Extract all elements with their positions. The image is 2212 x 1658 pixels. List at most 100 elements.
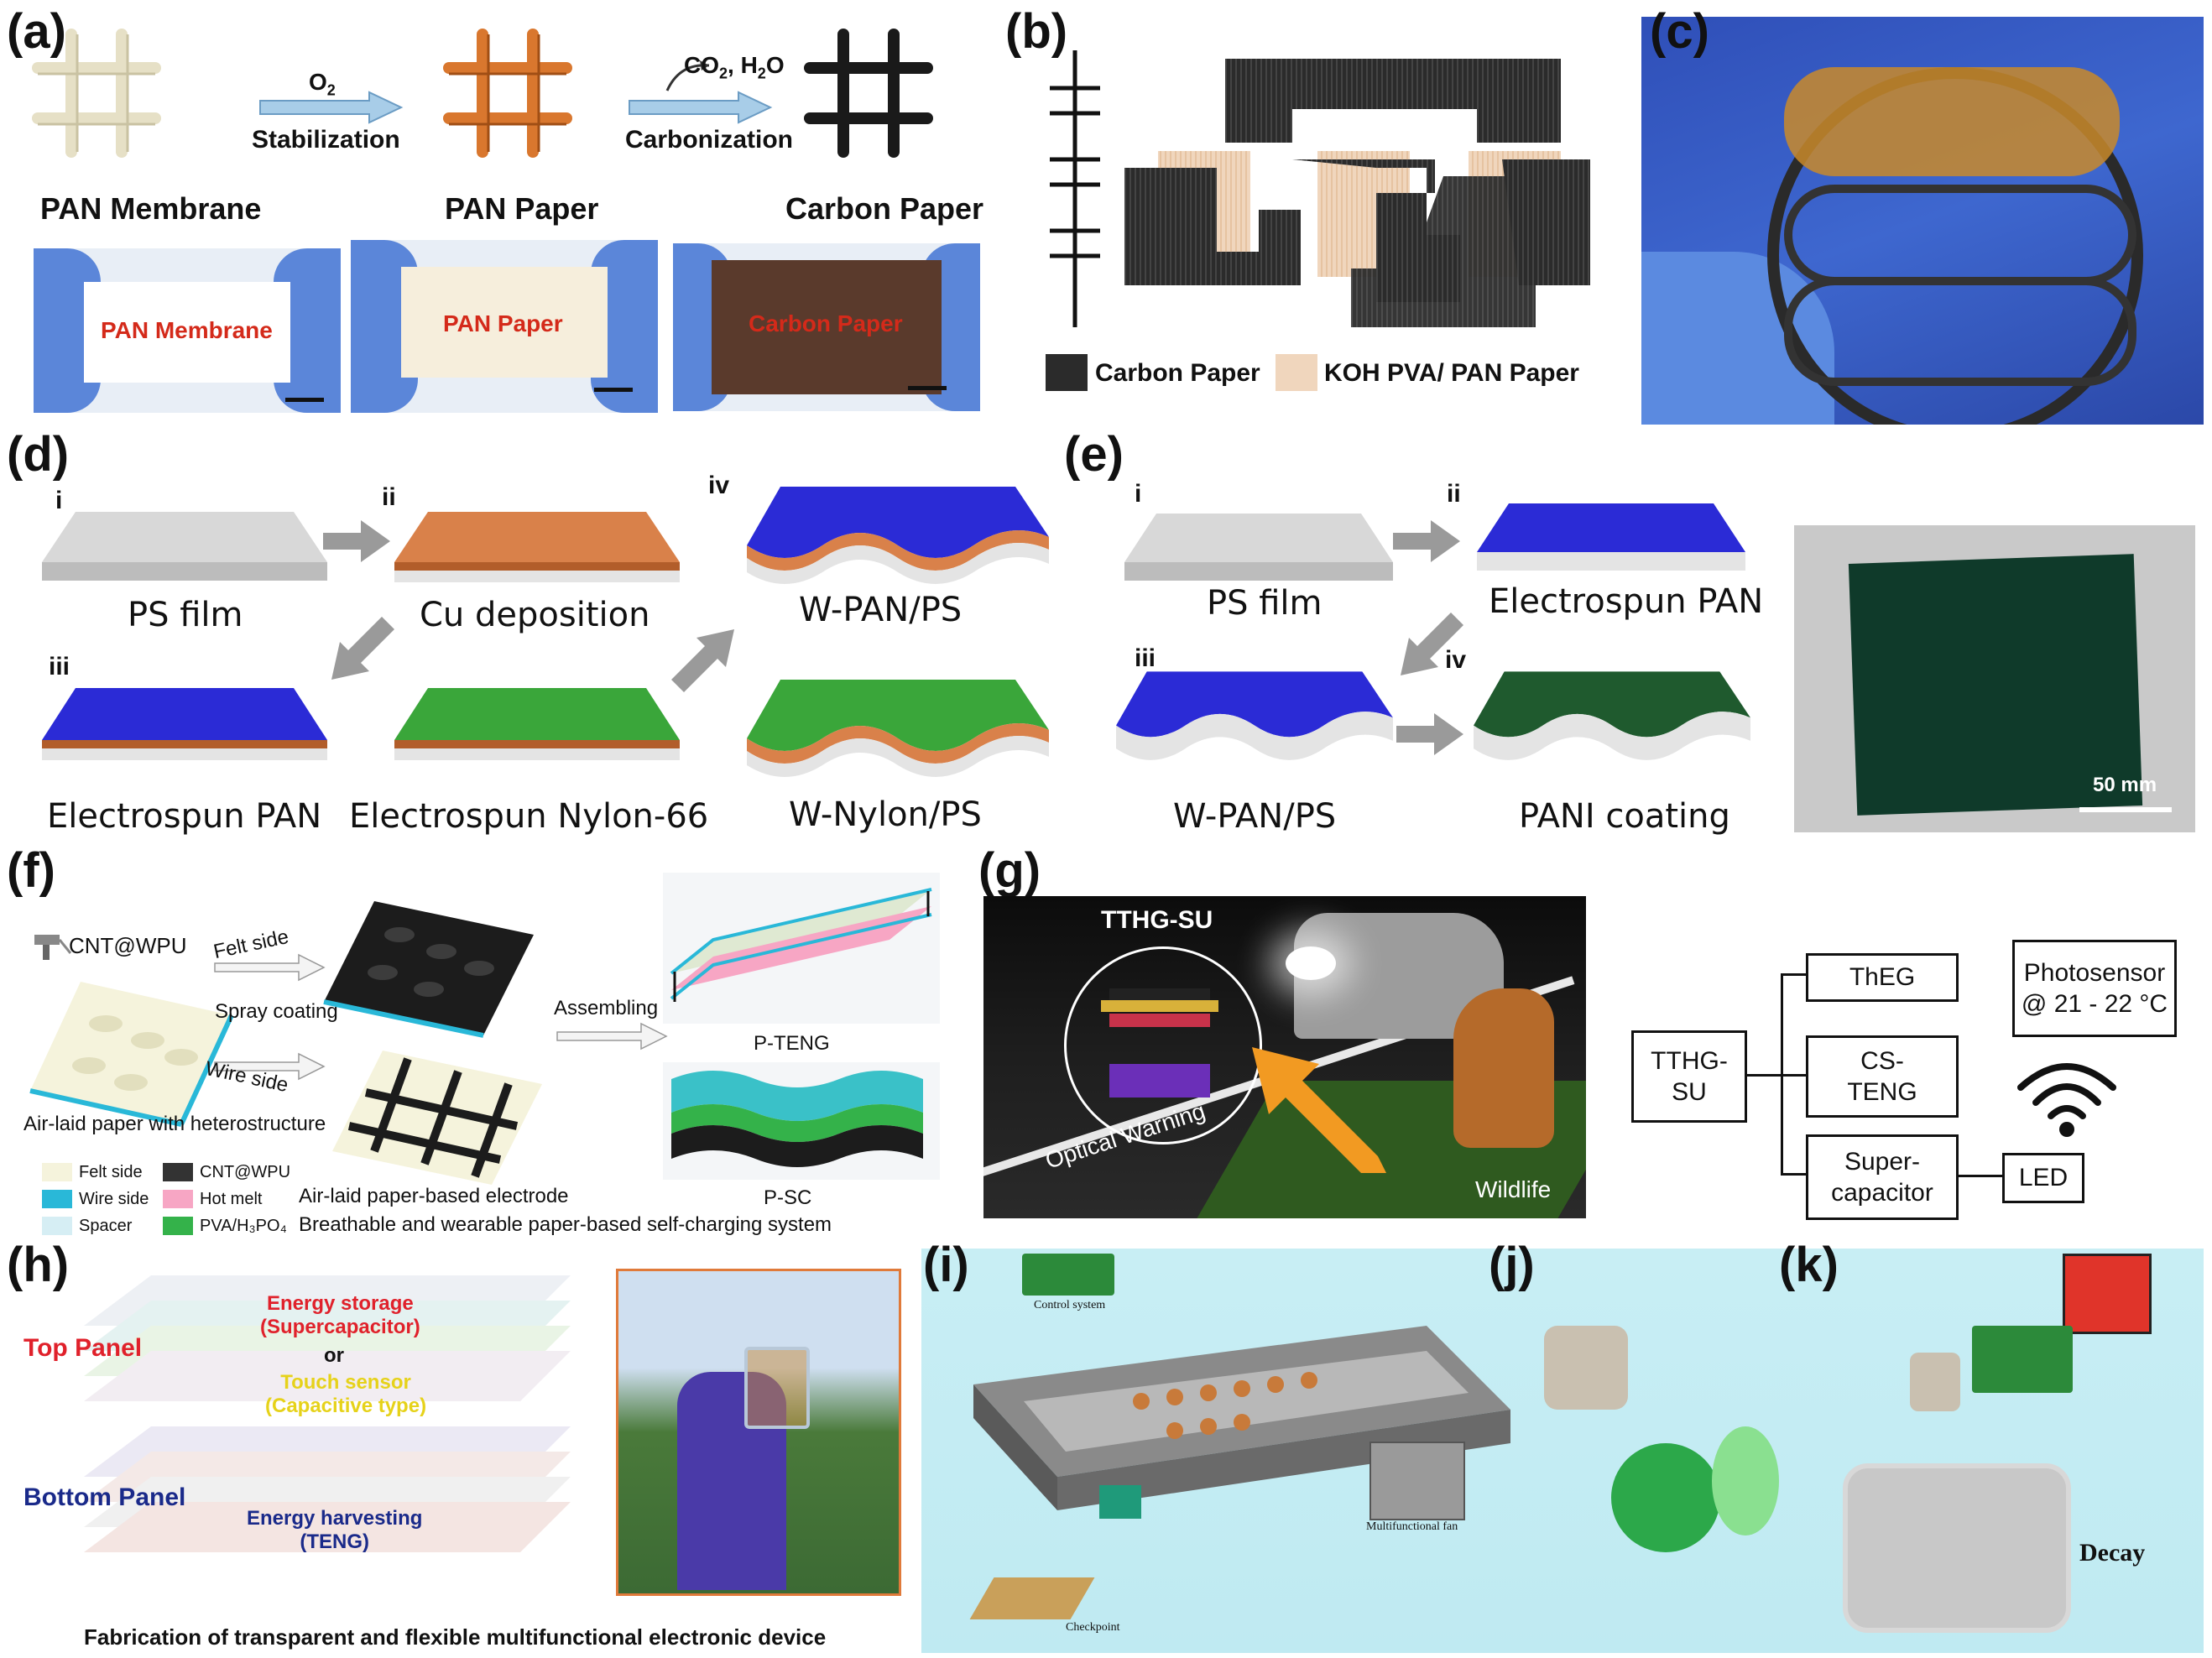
flexible-device-photo: [1641, 17, 2204, 425]
legend-pva-swatch: [163, 1217, 193, 1235]
co2-h2o-label: CO2, H2O: [684, 52, 785, 82]
h-caption: Fabrication of transparent and flexible …: [84, 1624, 827, 1650]
control-board-icon: [1022, 1254, 1114, 1296]
scale-bar: [285, 398, 324, 402]
battery-module-image: [1544, 1326, 1628, 1410]
touch-sensor-label: Touch sensor(Capacitive type): [265, 1371, 427, 1417]
road-warning-scene: TTHG-SU Optical Warning Wildlife: [983, 896, 1586, 1218]
connector-line: [1781, 1074, 1806, 1077]
legend-hot-melt-swatch: [163, 1190, 193, 1208]
arrow-up-right-icon: [671, 629, 734, 692]
felt-side-arrow-icon: [214, 953, 326, 982]
stabilization-arrow-icon: [259, 91, 404, 124]
arrow-right-icon: [1396, 713, 1463, 755]
red-led-image: [2063, 1254, 2152, 1334]
orange-arrow-icon: [1252, 1047, 1386, 1173]
scale-bar: [2079, 807, 2172, 812]
tthg-su-title: TTHG-SU: [1101, 906, 1213, 934]
pan-paper-grid-icon: [443, 29, 572, 158]
w-pan-ps-slab: [747, 487, 1049, 584]
wildlife-label: Wildlife: [1475, 1176, 1552, 1202]
decay-label: Decay: [2079, 1539, 2146, 1567]
electrospun-nylon-label: Electrospun Nylon-66: [349, 797, 709, 836]
multifunctional-fan-label: Multifunctional fan: [1366, 1520, 1458, 1533]
circuit-board-image: [1972, 1326, 2073, 1393]
food-container-image: [1843, 1463, 2071, 1633]
connector-line: [1745, 1074, 1783, 1077]
pani-sample-photo: 50 mm: [1794, 525, 2195, 832]
green-fan-image: [1611, 1443, 1720, 1552]
legend-spacer-swatch: [42, 1217, 72, 1235]
poultry-house-diagram: [973, 1326, 1510, 1519]
cu-deposition-label: Cu deposition: [420, 596, 650, 634]
panel-label-g: (g): [978, 843, 1041, 898]
led-box: LED: [2002, 1153, 2084, 1203]
w-nylon-ps-slab: [747, 680, 1049, 777]
or-label: or: [324, 1344, 344, 1367]
f-caption: Breathable and wearable paper-based self…: [299, 1213, 832, 1236]
pan-membrane-label: PAN Membrane: [40, 191, 262, 226]
interdigitated-electrode-diagram: [1124, 59, 1590, 327]
transparent-device-photo: [616, 1269, 901, 1596]
p-teng-label: P-TENG: [754, 1032, 830, 1055]
panel-label-h: (h): [7, 1238, 70, 1292]
pan-membrane-photo-label: PAN Membrane: [101, 317, 273, 343]
p-sc-label: P-SC: [764, 1186, 812, 1209]
step-iv-label: iv: [1445, 646, 1467, 674]
supercapacitor-box: Super-capacitor: [1806, 1134, 1959, 1220]
legend-carbon-paper-label: Carbon Paper: [1095, 359, 1260, 387]
legend-felt-side-swatch: [42, 1163, 72, 1181]
stabilization-label: Stabilization: [252, 126, 400, 154]
scale-bar: [908, 386, 947, 390]
connector-line: [1781, 1173, 1806, 1176]
capacitor-stack-icon: [1050, 50, 1100, 327]
legend-spacer-label: Spacer: [79, 1217, 133, 1235]
assembling-label: Assembling: [554, 997, 659, 1019]
top-panel-label: Top Panel: [23, 1334, 143, 1362]
electrospun-pan-slab: [42, 688, 327, 760]
carbon-paper-photo: Carbon Paper: [673, 243, 980, 411]
ps-film-slab: [42, 512, 327, 581]
cnt-wpu-label: CNT@WPU: [69, 933, 187, 958]
legend-koh-label: KOH PVA/ PAN Paper: [1324, 359, 1579, 387]
green-fan-blade: [1712, 1426, 1779, 1535]
pan-membrane-grid-icon: [32, 29, 161, 158]
carbonization-label: Carbonization: [625, 126, 793, 154]
step-i-label: i: [1135, 480, 1142, 508]
electrode-label: Air-laid paper-based electrode: [299, 1185, 569, 1207]
legend-felt-side-label: Felt side: [79, 1163, 143, 1181]
w-pan-ps-label: W-PAN/PS: [799, 591, 963, 629]
arrow-right-icon: [323, 520, 390, 562]
pani-coating-label: PANI coating: [1519, 797, 1730, 836]
legend-cnt-wpu-swatch: [163, 1163, 193, 1181]
panel-label-k: (k): [1779, 1238, 1839, 1292]
ps-film-label: PS film: [128, 596, 243, 634]
legend-pva-label: PVA/H₃PO₄: [200, 1217, 287, 1235]
o2-label: O2: [309, 69, 336, 99]
panel-label-e: (e): [1064, 427, 1124, 482]
scale-bar: [594, 388, 633, 392]
panel-label-i: (i): [923, 1238, 969, 1292]
layered-device-diagram: [84, 1275, 571, 1552]
step-iii-label: iii: [49, 653, 70, 680]
connector-line: [1781, 973, 1806, 976]
panel-label-d: (d): [7, 427, 70, 482]
control-system-label: Control system: [1034, 1299, 1106, 1311]
wire-side-electrode-diagram: [332, 1051, 542, 1185]
energy-harvesting-label: Energy harvesting(TENG): [247, 1507, 423, 1553]
connector-line: [1956, 1175, 2005, 1177]
checkpoint-label: Checkpoint: [1066, 1621, 1120, 1634]
air-laid-paper-diagram: [29, 982, 234, 1127]
legend-wire-side-swatch: [42, 1190, 72, 1208]
step-iv-label: iv: [708, 472, 730, 499]
carbon-paper-label: Carbon Paper: [785, 191, 984, 226]
pan-paper-label: PAN Paper: [445, 191, 599, 226]
bottom-panel-label: Bottom Panel: [23, 1483, 186, 1511]
legend-hot-melt-label: Hot melt: [200, 1190, 263, 1208]
arrow-down-left-icon: [1401, 613, 1463, 675]
electrospun-nylon-slab: [394, 688, 680, 760]
w-pan-ps-slab: [1116, 671, 1393, 760]
step-i-label: i: [55, 487, 63, 514]
step-ii-label: ii: [1447, 480, 1461, 508]
p-teng-device: [663, 873, 940, 1024]
